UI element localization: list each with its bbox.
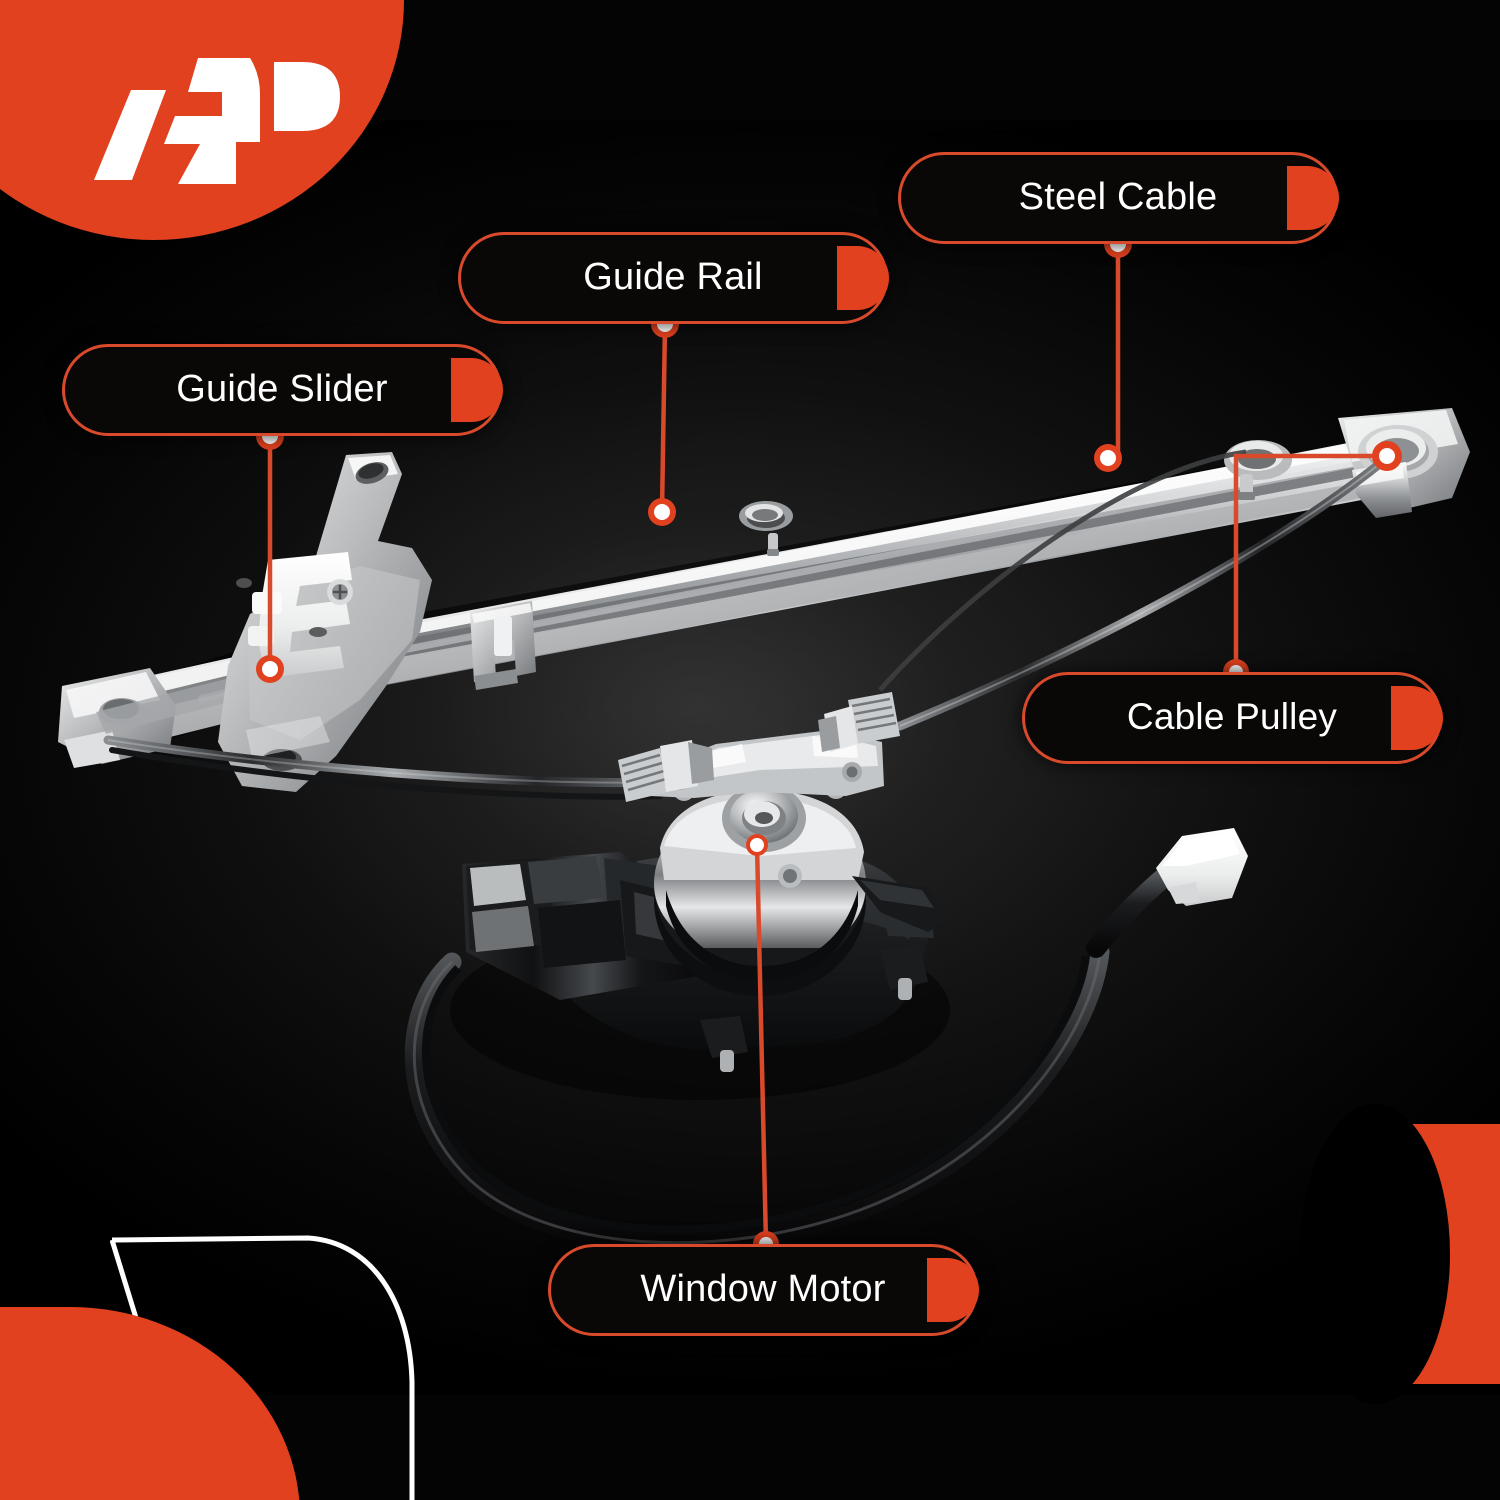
connector-line-window-motor (754, 842, 769, 1247)
pill-accent-cap-icon (451, 358, 503, 422)
pill-accent-cap-icon (1391, 686, 1443, 750)
callout-label-cable-pulley: Cable Pulley (1126, 696, 1338, 737)
callout-guide-slider[interactable]: Guide Slider (62, 344, 503, 436)
callout-label-guide-slider: Guide Slider (176, 367, 388, 410)
brand-shape-bottom-right-notch (1300, 1104, 1450, 1404)
rail-clip-bracket (470, 601, 536, 690)
a-premium-logo (74, 52, 342, 202)
callout-label-guide-rail: Guide Rail (583, 255, 763, 298)
electrical-connector (1156, 828, 1248, 906)
callout-label-window-motor: Window Motor (640, 1267, 886, 1310)
callout-window-motor[interactable]: Window Motor (548, 1244, 979, 1336)
guide-slider-part (218, 452, 432, 792)
wire-harness (404, 828, 1248, 1253)
callout-cable-pulley[interactable]: Cable Pulley (1022, 672, 1443, 764)
rail-grommet (739, 501, 793, 531)
callout-steel-cable[interactable]: Steel Cable (898, 152, 1339, 244)
pill-accent-cap-icon (927, 1258, 979, 1322)
connector-line-cable-pulley (1233, 453, 1390, 675)
callout-guide-rail[interactable]: Guide Rail (458, 232, 889, 324)
cable-conduit-left (618, 740, 714, 802)
guide-rail-part (70, 424, 1450, 760)
window-motor-part (450, 692, 950, 1100)
inner-pulley (1224, 440, 1292, 500)
callout-label-steel-cable: Steel Cable (1018, 175, 1218, 218)
rail-bolt (767, 533, 779, 556)
slider-plastic-clips (248, 552, 352, 678)
pill-accent-cap-icon (837, 246, 889, 310)
pill-accent-cap-icon (1287, 166, 1339, 230)
cable-conduit-right (818, 692, 900, 752)
steel-cable-part (103, 449, 1387, 800)
connector-line-guide-rail (659, 321, 668, 515)
